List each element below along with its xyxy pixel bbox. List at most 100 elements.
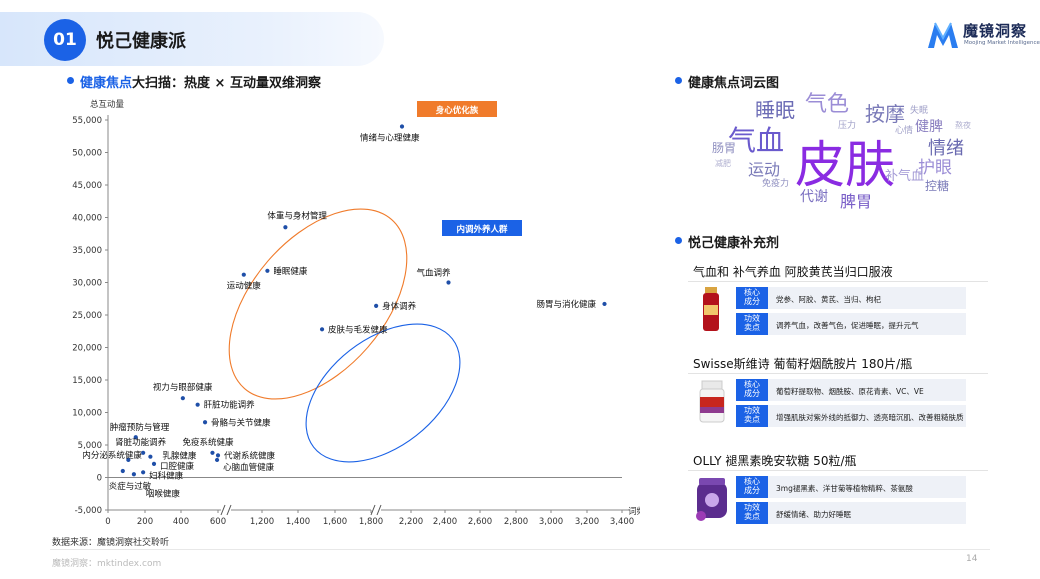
data-point-label: 体重与身材管理	[267, 210, 327, 221]
benefit-tag: 功效卖点	[736, 313, 768, 335]
benefit-tag: 功效卖点	[736, 502, 768, 524]
benefit-text: 舒缓情绪、助力好睡眠	[776, 510, 851, 519]
word-cloud-term: 护眼	[918, 158, 952, 178]
bullet-dot	[675, 237, 682, 244]
page-title: 悦己健康派	[96, 31, 186, 52]
benefit-text: 增强肌肤对紫外线的抵御力、透亮暗沉肌、改善粗糙肤质	[776, 413, 964, 422]
x-tick-label: 3,400	[610, 517, 634, 527]
axis-break-mark	[226, 504, 232, 516]
data-point	[148, 454, 153, 459]
footer-brand: 魔镜洞察：mktindex.com	[52, 559, 162, 569]
word-cloud-term: 按摩	[865, 102, 905, 126]
benefit-tag: 功效卖点	[736, 405, 768, 427]
footer-divider	[50, 549, 990, 550]
data-point	[120, 468, 125, 474]
data-point-label: 代谢系统健康	[224, 450, 276, 461]
cluster-tag-orange	[417, 101, 497, 117]
data-point-label: 肠胃与消化健康	[537, 299, 597, 310]
data-point	[215, 453, 221, 458]
ingredient-row	[736, 287, 966, 309]
data-point-label: 肝脏功能调养	[204, 400, 256, 411]
word-cloud-term: 肠胃	[712, 141, 737, 155]
y-tick-label: 40,000	[72, 214, 102, 224]
data-point-label: 情绪与心理健康	[360, 133, 420, 144]
word-cloud-term: 压力	[838, 121, 857, 131]
data-point-label: 运动健康	[227, 281, 262, 292]
y-tick-label: 35,000	[72, 246, 102, 256]
product-name: Swisse斯维诗 葡萄籽烟酰胺片 180片/瓶	[693, 357, 913, 371]
bullet-dot	[675, 77, 682, 84]
y-tick-label: 15,000	[72, 376, 102, 386]
benefit-row	[736, 405, 966, 427]
x-tick-label: 2,200	[399, 517, 423, 527]
data-point-label: 身体调养	[382, 301, 417, 312]
word-cloud-term: 气血	[728, 124, 785, 157]
data-point	[141, 450, 146, 455]
data-point-label: 骨骼与关节健康	[211, 417, 271, 428]
data-point-label: 免疫系统健康	[182, 437, 234, 448]
data-point	[602, 301, 607, 307]
ingredient-tag: 核心成分	[736, 379, 768, 401]
y-tick-label: 45,000	[72, 181, 102, 191]
word-cloud-term: 情绪	[928, 138, 964, 159]
word-cloud-term: 气色	[805, 92, 850, 117]
x-tick-label: 2,400	[433, 517, 457, 527]
product-name: 气血和 补气养血 阿胶黄芪当归口服液	[693, 265, 893, 279]
cluster-ellipse-orange	[228, 208, 408, 400]
page-number: 14	[966, 554, 978, 564]
olly-jar-icon	[696, 478, 727, 521]
axis-break-mark	[370, 504, 376, 516]
word-cloud-term: 脾胃	[840, 192, 873, 211]
data-point	[126, 457, 131, 463]
y-axis-label: 总互动量	[90, 99, 125, 110]
data-point-label: 乳腺健康	[162, 451, 197, 462]
section-number-badge: 01	[44, 19, 86, 61]
scatter-title-highlight: 健康焦点	[80, 76, 133, 91]
benefit-row	[736, 313, 966, 335]
ingredient-text: 党参、阿胶、黄芪、当归、枸杞	[776, 295, 881, 304]
product-divider	[688, 470, 988, 471]
data-point-label: 口腔健康	[160, 461, 195, 472]
product-name: OLLY 褪黑素晚安软糖 50粒/瓶	[693, 454, 857, 468]
word-cloud-term: 运动	[748, 160, 781, 179]
data-point-label: 心脑血管健康	[223, 462, 275, 473]
data-point	[283, 225, 288, 230]
cluster-tag-label: 内调外养人群	[456, 224, 508, 235]
y-tick-label: 55,000	[72, 116, 102, 126]
axis-break-mark	[220, 504, 226, 516]
ingredient-tag: 核心成分	[736, 287, 768, 309]
data-source-note: 数据来源：魔镜洞察社交聆听	[52, 538, 170, 548]
data-point	[319, 327, 325, 332]
word-cloud-term: 失眠	[910, 106, 929, 116]
x-tick-label: 1,600	[323, 517, 347, 527]
data-point-label: 内分泌系统健康	[82, 450, 142, 461]
data-point-label: 视力与眼部健康	[153, 382, 213, 393]
word-cloud-term: 代谢	[800, 189, 828, 205]
oral-liquid-bottle-icon	[703, 287, 719, 331]
data-point-label: 咽喉健康	[146, 488, 181, 499]
y-tick-label: 5,000	[78, 441, 102, 451]
bullet-dot	[67, 77, 74, 84]
data-point	[151, 461, 157, 466]
word-cloud-term: 补气血	[885, 169, 925, 184]
y-tick-label: 0	[97, 474, 102, 484]
word-cloud-term: 睡眠	[755, 98, 795, 122]
x-tick-label: 400	[173, 517, 189, 527]
word-cloud: 皮肤气血睡眠气色按摩健脾情绪护眼运动代谢脾胃补气血控糖肠胃免疫力心情失眠压力减肥…	[700, 92, 990, 227]
axis-break-mark	[376, 504, 382, 516]
data-point-label: 炎症与过敏	[109, 481, 152, 492]
x-tick-label: 1,400	[286, 517, 310, 527]
data-point	[180, 396, 185, 401]
logo-subtext: Moojing Market Intelligence	[964, 40, 1040, 46]
ingredient-row	[736, 476, 966, 498]
benefit-text: 调养气血，改善气色，促进睡眠，提升元气	[776, 321, 919, 330]
data-point-label: 肾脏功能调养	[115, 437, 167, 448]
data-point-label: 皮肤与毛发健康	[328, 324, 388, 335]
x-tick-label: 2,600	[468, 517, 492, 527]
data-point	[214, 457, 220, 463]
y-tick-label: -5,000	[75, 506, 102, 516]
x-axis-label: 词频	[628, 506, 640, 517]
ingredient-row	[736, 379, 966, 401]
y-tick-label: 50,000	[72, 149, 102, 159]
data-point	[133, 435, 138, 440]
